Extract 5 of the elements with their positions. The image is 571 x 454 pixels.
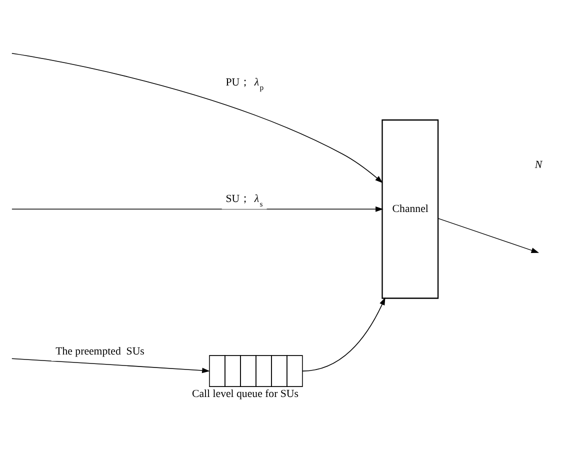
edge-label: PU； λ$_{p}$ <box>226 76 264 92</box>
edge-label: The preempted SUs <box>56 346 144 358</box>
label: N <box>534 158 542 171</box>
edge-label: SU； λ$_{s}$ <box>226 192 263 208</box>
node-label: Call level queue for SUs <box>192 388 298 400</box>
